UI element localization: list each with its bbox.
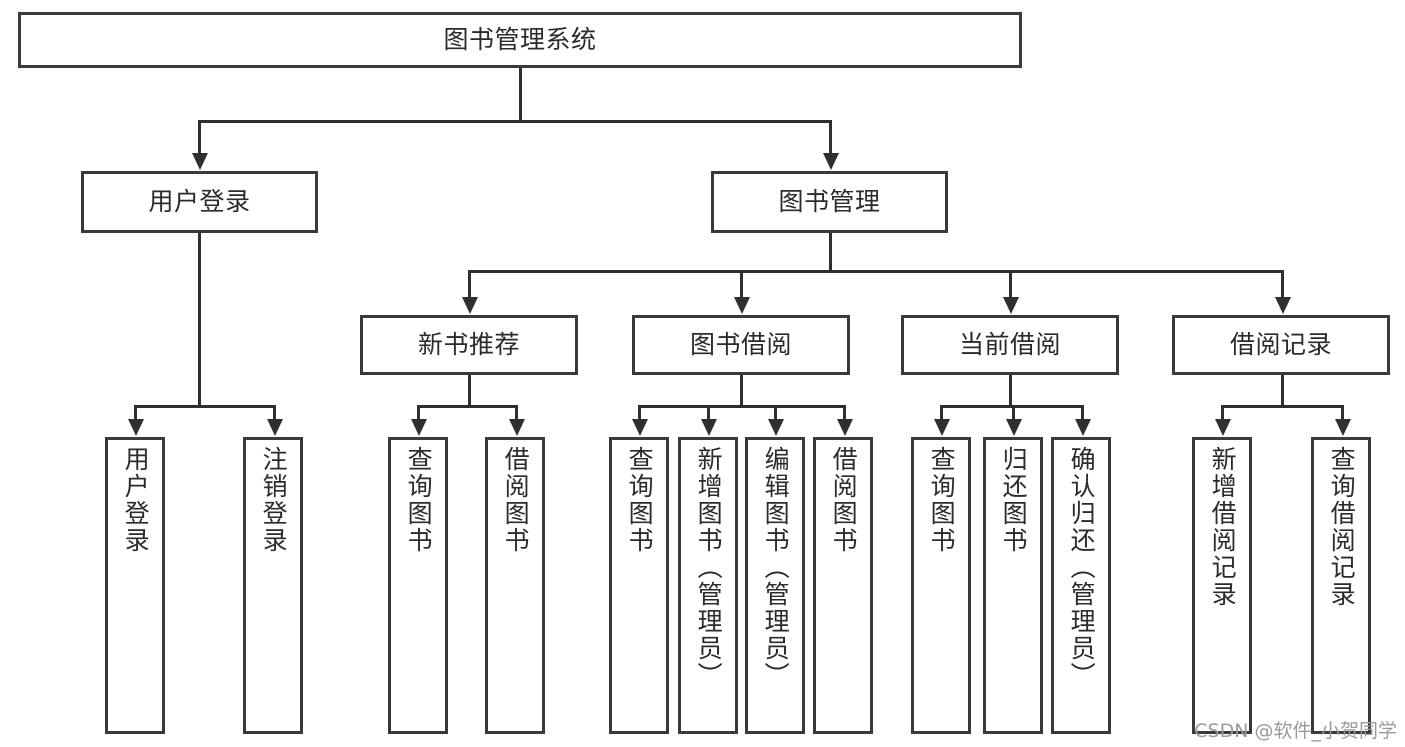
arrowhead-icon-leaf-2-0 xyxy=(631,419,648,436)
connector-leaf-drop-1-0 xyxy=(417,405,420,419)
node-leaf-8[interactable]: 查询图书 xyxy=(911,437,971,734)
arrowhead-icon-level2-1 xyxy=(733,297,750,314)
arrowhead-icon-leaf-1-1 xyxy=(508,419,525,436)
connector-leaf-drop-4-0 xyxy=(1221,405,1224,419)
connector-leaf-drop-1-1 xyxy=(515,405,518,419)
arrowhead-icon-leaf-2-3 xyxy=(836,419,853,436)
connector-drop-level2-0 xyxy=(468,270,471,298)
node-level3-3[interactable]: 借阅记录 xyxy=(1172,315,1390,375)
node-leaf-1[interactable]: 注销登录 xyxy=(243,437,303,734)
connector-group-bus-4 xyxy=(1221,405,1341,408)
node-leaf-4-label: 查询图书 xyxy=(625,446,655,554)
node-level3-0-label: 新书推荐 xyxy=(417,330,520,360)
node-root[interactable]: 图书管理系统 xyxy=(18,12,1022,68)
connector-bus-level2 xyxy=(468,270,1282,273)
node-leaf-7-label: 借阅图书 xyxy=(829,446,859,554)
connector-group-stem-2 xyxy=(740,375,743,405)
connector-drop-level2-3 xyxy=(1281,270,1284,298)
node-leaf-3[interactable]: 借阅图书 xyxy=(485,437,545,734)
node-leaf-10[interactable]: 确认归还（管理员） xyxy=(1051,437,1111,734)
arrowhead-icon-leaf-3-2 xyxy=(1074,419,1091,436)
connector-drop-level2-2 xyxy=(1009,270,1012,298)
node-leaf-9-label: 归还图书 xyxy=(999,446,1029,554)
node-leaf-0-label: 用户登录 xyxy=(121,446,151,554)
node-leaf-6[interactable]: 编辑图书（管理员） xyxy=(745,437,805,734)
node-level3-2[interactable]: 当前借阅 xyxy=(901,315,1119,375)
connector-leaf-drop-2-0 xyxy=(638,405,641,419)
node-leaf-0[interactable]: 用户登录 xyxy=(105,437,165,734)
node-leaf-3-label: 借阅图书 xyxy=(501,446,531,554)
node-leaf-9[interactable]: 归还图书 xyxy=(983,437,1043,734)
node-leaf-10-label: 确认归还（管理员） xyxy=(1067,446,1097,689)
connector-group-bus-0 xyxy=(134,405,273,408)
arrowhead-icon-leaf-4-0 xyxy=(1214,419,1231,436)
arrowhead-icon-leaf-0-0 xyxy=(127,419,144,436)
arrowhead-icon-leaf-2-1 xyxy=(700,419,717,436)
arrowhead-icon-level1-0 xyxy=(191,153,208,170)
arrowhead-icon-level2-0 xyxy=(461,297,478,314)
connector-drop-level2-1 xyxy=(740,270,743,298)
node-leaf-2-label: 查询图书 xyxy=(404,446,434,554)
arrowhead-icon-leaf-1-0 xyxy=(410,419,427,436)
node-leaf-2[interactable]: 查询图书 xyxy=(388,437,448,734)
connector-bus-level1 xyxy=(198,120,830,123)
node-leaf-12-label: 查询借阅记录 xyxy=(1327,446,1357,608)
arrowhead-icon-leaf-3-1 xyxy=(1005,419,1022,436)
node-level2-0-label: 用户登录 xyxy=(148,187,251,217)
node-leaf-11[interactable]: 新增借阅记录 xyxy=(1192,437,1252,734)
arrowhead-icon-level2-3 xyxy=(1274,297,1291,314)
connector-group-stem-0 xyxy=(198,233,201,405)
node-leaf-7[interactable]: 借阅图书 xyxy=(813,437,873,734)
node-level3-2-label: 当前借阅 xyxy=(958,330,1061,360)
node-level2-0[interactable]: 用户登录 xyxy=(81,171,318,233)
node-leaf-11-label: 新增借阅记录 xyxy=(1208,446,1238,608)
node-leaf-12[interactable]: 查询借阅记录 xyxy=(1311,437,1371,734)
connector-group-stem-1 xyxy=(468,375,471,405)
node-leaf-5-label: 新增图书（管理员） xyxy=(694,446,724,689)
connector-leaf-drop-4-1 xyxy=(1341,405,1344,419)
connector-group-bus-1 xyxy=(417,405,515,408)
node-level3-1[interactable]: 图书借阅 xyxy=(632,315,850,375)
connector-books-stem xyxy=(829,233,832,270)
node-level3-0[interactable]: 新书推荐 xyxy=(360,315,578,375)
connector-leaf-drop-2-2 xyxy=(774,405,777,419)
node-level3-3-label: 借阅记录 xyxy=(1229,330,1332,360)
connector-leaf-drop-3-2 xyxy=(1081,405,1084,419)
arrowhead-icon-leaf-4-1 xyxy=(1334,419,1351,436)
connector-group-bus-2 xyxy=(638,405,843,408)
arrowhead-icon-leaf-0-1 xyxy=(266,419,283,436)
connector-root-stem xyxy=(519,68,522,120)
connector-leaf-drop-3-1 xyxy=(1012,405,1015,419)
connector-drop-level1-0 xyxy=(198,120,201,154)
connector-leaf-drop-3-0 xyxy=(940,405,943,419)
connector-leaf-drop-2-3 xyxy=(843,405,846,419)
arrowhead-icon-leaf-3-0 xyxy=(933,419,950,436)
node-level3-1-label: 图书借阅 xyxy=(689,330,792,360)
arrowhead-icon-level2-2 xyxy=(1002,297,1019,314)
connector-group-stem-4 xyxy=(1281,375,1284,405)
connector-drop-level1-1 xyxy=(829,120,832,154)
connector-group-stem-3 xyxy=(1009,375,1012,405)
connector-leaf-drop-2-1 xyxy=(707,405,710,419)
connector-leaf-drop-0-0 xyxy=(134,405,137,419)
node-leaf-4[interactable]: 查询图书 xyxy=(609,437,669,734)
node-leaf-8-label: 查询图书 xyxy=(927,446,957,554)
node-level2-1[interactable]: 图书管理 xyxy=(711,171,948,233)
node-leaf-1-label: 注销登录 xyxy=(259,446,289,554)
connector-group-bus-3 xyxy=(940,405,1081,408)
arrowhead-icon-leaf-2-2 xyxy=(767,419,784,436)
node-leaf-6-label: 编辑图书（管理员） xyxy=(761,446,791,689)
node-leaf-5[interactable]: 新增图书（管理员） xyxy=(678,437,738,734)
arrowhead-icon-level1-1 xyxy=(822,153,839,170)
connector-leaf-drop-0-1 xyxy=(273,405,276,419)
node-level2-1-label: 图书管理 xyxy=(778,187,881,217)
node-root-label: 图书管理系统 xyxy=(443,25,597,55)
